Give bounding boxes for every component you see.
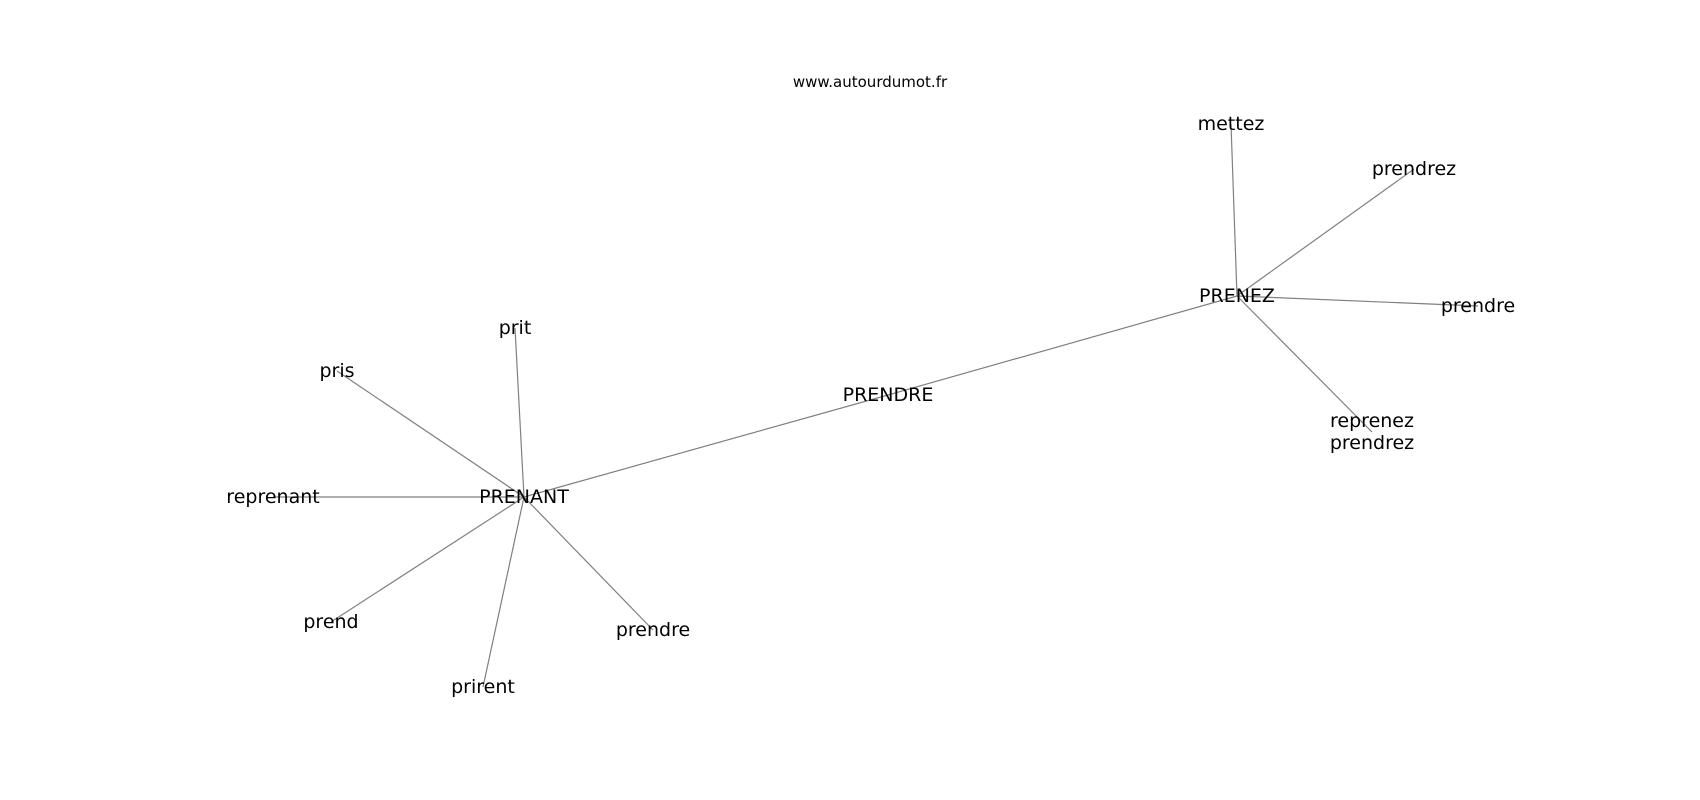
node-label-prendre_a: prendre [616,619,690,641]
edge-prenant-prirent [482,496,525,688]
source-watermark: www.autourdumot.fr [792,73,948,91]
edge-prenant-prendre_center [523,394,889,498]
edge-prenez-reprenez_prendrez [1236,295,1373,433]
node-label-prend: prend [303,611,358,633]
label-layer: PRENDRE PRENANT PRENEZ prit pris reprenant pre… [226,113,1515,698]
node-label-mettez: mettez [1198,113,1265,135]
edge-prenant-pris [336,370,525,498]
edge-prenant-prendre_a [523,496,654,631]
node-label-pris: pris [319,360,354,382]
edge-prenez-mettez [1230,123,1238,297]
edge-prenez-prendrez [1236,168,1415,297]
edge-prenez-prendre_b [1236,295,1479,307]
node-label-prendrez: prendrez [1372,158,1456,180]
edge-layer [273,123,1479,688]
node-label-prendre_b: prendre [1441,295,1515,317]
node-label-prenant: PRENANT [479,486,569,508]
node-label-prit: prit [499,317,532,339]
node-label-prenez: PRENEZ [1199,285,1275,307]
node-label-prendre_center: PRENDRE [843,384,934,406]
node-label-prirent: prirent [451,676,515,698]
edge-prenant-prend [330,496,525,623]
edge-prenant-prit [514,327,525,498]
node-label-reprenant: reprenant [226,486,319,508]
edge-prendre_center-prenez [887,295,1238,396]
